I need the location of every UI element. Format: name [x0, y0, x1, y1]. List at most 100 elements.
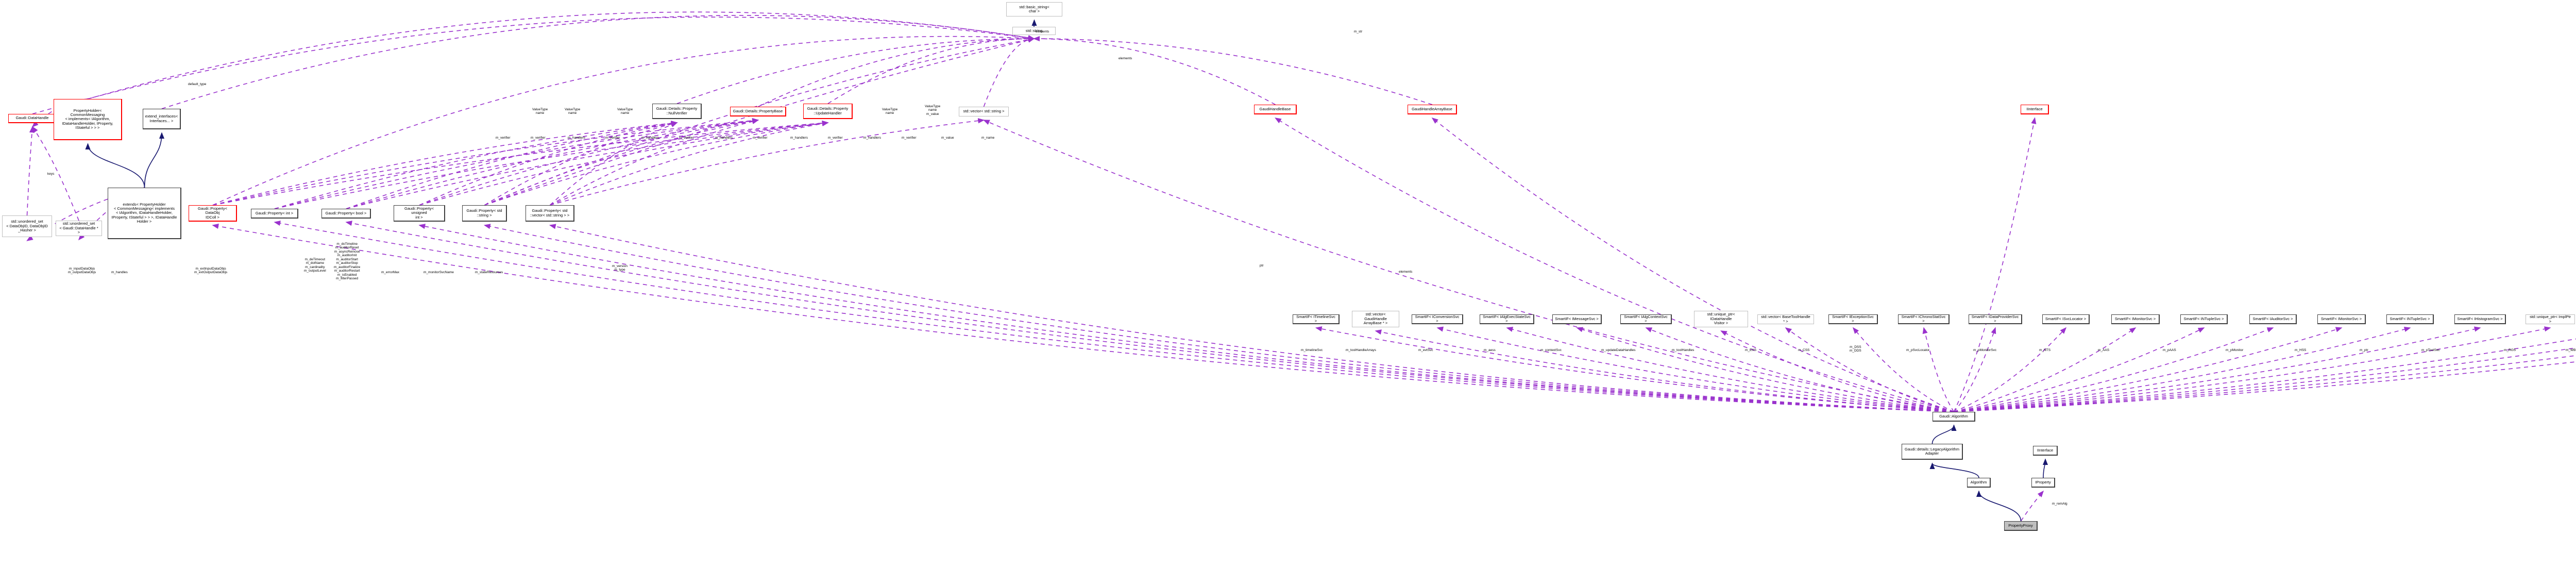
class-node-gaudi_algorithm[interactable]: Gaudi::Algorithm — [1933, 412, 1975, 422]
edge-label: m_verifier — [531, 136, 546, 140]
class-node-sif_timeline[interactable]: SmartIF< ITimelineSvc > — [1293, 314, 1340, 324]
edge-label: m_remAlg — [2052, 502, 2067, 506]
edge-label: m_timelineSvc — [1301, 348, 1323, 352]
usage-edge — [1375, 329, 1954, 412]
edge-label: ptr — [1260, 264, 1264, 268]
class-node-sif_conv[interactable]: SmartIF< IConversionSvc > — [1412, 314, 1463, 324]
class-node-prop_uint[interactable]: Gaudi::Property< unsigned int > — [394, 205, 445, 222]
class-node-prop_int[interactable]: Gaudi::Property< int > — [251, 209, 298, 219]
usage-edge — [1275, 118, 1954, 412]
class-node-uset_dh[interactable]: std::unordered_set < Gaudi::DataHandle *… — [56, 221, 102, 236]
class-node-uptr_implptr[interactable]: std::unique_ptr< ImplPtr > — [2526, 314, 2575, 324]
edge-label: m_ptr — [2360, 348, 2368, 352]
class-node-vec_string[interactable]: std::vector< std::string > — [959, 107, 1009, 116]
edge-label: m_evtSvc — [1418, 348, 1433, 352]
class-node-msgstream[interactable]: IInterface — [2021, 105, 2049, 114]
edge-label: ValueType name — [532, 108, 548, 115]
class-node-extend_if[interactable]: extend_interfaces< Interfaces... > — [143, 109, 181, 129]
usage-edge — [161, 15, 1035, 109]
usage-edge — [983, 120, 1954, 412]
usage-edge — [1436, 326, 1954, 412]
class-node-uset_dataobjid[interactable]: std::unordered_set < DataObjID, DataObjI… — [2, 215, 52, 237]
class-node-propertybase[interactable]: Gaudi::Details::PropertyBase — [730, 107, 786, 116]
edge-label: m_contextSvc — [1540, 348, 1562, 352]
class-node-sif_svcloc[interactable]: SmartIF< ISvcLocator > — [2042, 314, 2090, 324]
edge-label: m_EXS — [1745, 348, 1757, 352]
edge-label: m_name — [981, 136, 995, 140]
class-node-uptr_dhvisitor[interactable]: std::unique_ptr< IDataHandle Visitor > — [1694, 311, 1748, 327]
edge-label: m_version m_type — [612, 264, 628, 272]
usage-edge — [1953, 327, 1996, 412]
class-node-nullverifier[interactable]: Gaudi::Details::Property ::NullVerifier — [652, 104, 702, 119]
class-node-sif_ntuple[interactable]: SmartIF< INTupleSvc > — [2180, 314, 2228, 324]
class-node-prop_dataobjid[interactable]: Gaudi::Property< DataObj IDColl > — [189, 205, 237, 222]
class-node-extends[interactable]: extends< PropertyHolder < CommonMessagin… — [108, 188, 181, 239]
class-node-handlebase[interactable]: GaudiHandleBase — [1254, 105, 1297, 114]
edge-label: m_verifier — [679, 136, 694, 140]
class-node-sif_algexec[interactable]: SmartIF< IAlgExecStateSvc > — [1480, 314, 1534, 324]
usage-edge — [1954, 347, 2576, 412]
usage-edge — [484, 118, 759, 206]
edge-label: m_str — [1354, 30, 1363, 34]
edge-label: m_updateDataHandles — [1601, 348, 1636, 352]
usage-edge — [2020, 490, 2044, 522]
edge-label: m_deTimeout m_dotName m_cardinality m_ou… — [304, 258, 326, 273]
edge-label: m_pMonitor — [2226, 348, 2244, 352]
usage-edge — [484, 121, 678, 206]
edge-label: m_monitorSvcName — [423, 271, 454, 274]
usage-edge — [1954, 355, 2576, 412]
class-node-std_string[interactable]: std::string — [1012, 27, 1056, 35]
class-node-sif_hist[interactable]: SmartIF< IHistogramSvc > — [2454, 314, 2506, 324]
usage-edge — [1785, 327, 1954, 412]
class-node-propholder[interactable]: PropertyHolder< CommonMessaging < implem… — [54, 99, 122, 140]
edge-label: m_AAS — [2098, 348, 2110, 352]
class-node-prop_string[interactable]: Gaudi::Property< std ::string > — [462, 205, 507, 222]
class-node-sif_monitor[interactable]: SmartIF< IMonitorSvc > — [2111, 314, 2160, 324]
class-node-prop_vecstr[interactable]: Gaudi::Property< std ::vector< std::stri… — [526, 205, 574, 222]
inheritance-edge — [2042, 458, 2048, 478]
class-node-prop_bool[interactable]: Gaudi::Property< bool > — [321, 209, 371, 219]
edge-label: m_handlers — [715, 136, 733, 140]
class-node-sif_exception[interactable]: SmartIF< IExceptionSvc > — [1828, 314, 1878, 324]
usage-edge — [1954, 361, 2576, 412]
usage-edge — [484, 37, 1035, 206]
class-node-sif_chrono[interactable]: SmartIF< IChronoStatSvc > — [1898, 314, 1950, 324]
usage-edge — [1431, 118, 1954, 412]
edge-label: m_NTS — [2039, 348, 2051, 352]
edge-label: m_HSS — [2295, 348, 2307, 352]
class-node-vec_basetool[interactable]: std::vector< BaseToolHandle * > — [1757, 314, 1814, 324]
class-node-iproperty[interactable]: IProperty — [2031, 478, 2055, 488]
usage-edge — [983, 36, 1035, 107]
class-node-legacyadapter[interactable]: Gaudi::details::LegacyAlgorithm Adapter — [1902, 444, 1963, 460]
usage-edge — [1954, 326, 2551, 412]
class-node-handlearraybase[interactable]: GaudiHandleArrayBase — [1408, 105, 1457, 114]
inheritance-edge — [1929, 462, 1979, 478]
class-node-propertyproxy[interactable]: PropertyProxy — [2004, 521, 2038, 531]
edge-label: m_inputDataObjs m_outputDataObjs — [68, 267, 96, 275]
class-node-sif_monitor2[interactable]: SmartIF< IMonitorSvc > — [2317, 314, 2366, 324]
edge-label: m_toolHandleArrays — [1346, 348, 1376, 352]
class-node-algorithm[interactable]: Algorithm — [1967, 478, 1991, 488]
class-node-iinterface[interactable]: IInterface — [2033, 446, 2058, 456]
class-node-sif_msg[interactable]: SmartIF< IMessageSvc > — [1552, 314, 1602, 324]
class-node-updatehandler[interactable]: Gaudi::Details::Property ::UpdateHandler — [803, 104, 853, 119]
class-node-sif_dataprov[interactable]: SmartIF< IDataProviderSvc > — [1969, 314, 2022, 324]
edge-label: m_handlers — [863, 136, 881, 140]
edge-label: m_verifier — [753, 136, 768, 140]
usage-edge — [1954, 326, 2411, 412]
edge-label: m_pMonitorSvc — [1973, 348, 1997, 352]
edge-label: m_doTimeline m_auditorReset m_asyncReino… — [334, 242, 361, 281]
usage-edge — [550, 121, 829, 206]
class-node-basic_string[interactable]: std::basic_string< char > — [1006, 2, 1062, 16]
class-node-datahandle[interactable]: Gaudi::DataHandle — [8, 114, 57, 123]
usage-edge — [1033, 36, 1276, 105]
class-node-sif_auditor[interactable]: SmartIF< IAuditorSvc > — [2249, 314, 2297, 324]
edge-label: m_verifier — [605, 136, 620, 140]
class-node-sif_algctx[interactable]: SmartIF< IAlgContextSvc > — [1620, 314, 1672, 324]
usage-edge — [676, 36, 1035, 104]
usage-edge — [212, 118, 759, 206]
usage-edge — [549, 122, 678, 206]
class-node-vec_handlearr[interactable]: std::vector< GaudiHandle ArrayBase * > — [1352, 311, 1399, 327]
class-node-sif_ntuple2[interactable]: SmartIF< INTupleSvc > — [2386, 314, 2434, 324]
